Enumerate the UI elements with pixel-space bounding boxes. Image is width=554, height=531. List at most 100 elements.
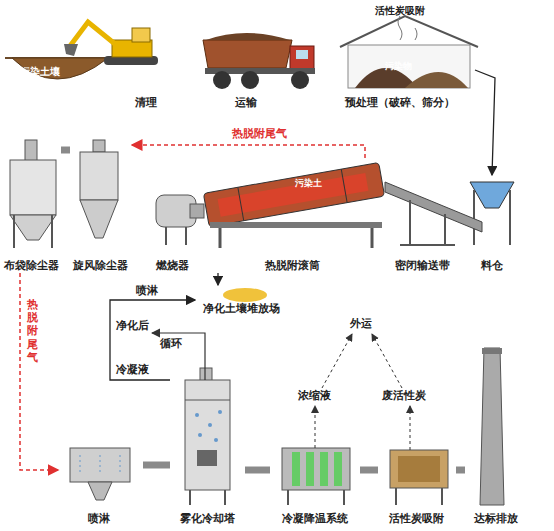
excavator <box>132 28 150 42</box>
edge-label: 喷淋 <box>136 285 158 298</box>
cooling-tower <box>185 380 230 490</box>
bag-filter <box>13 215 15 248</box>
desorption-drum <box>203 162 384 226</box>
equipment-label: 达标排放 <box>474 513 518 526</box>
soil-pit <box>5 58 115 79</box>
equipment-node: 活性炭吸附 <box>378 425 456 528</box>
bag-filter <box>51 215 53 248</box>
equipment-node: 污染土热脱附滚筒 <box>200 158 380 273</box>
condensing-system <box>320 452 328 486</box>
carbon-adsorber <box>441 488 443 505</box>
bag-filter <box>10 160 56 215</box>
carbon-adsorber <box>390 450 448 505</box>
equipment-label: 料仓 <box>481 260 503 273</box>
closed-conveyor <box>385 182 482 232</box>
spray-unit <box>120 455 121 475</box>
equipment-label: 净化土壤堆放场 <box>203 303 280 316</box>
gas-pipe <box>143 462 170 469</box>
closed-conveyor <box>385 182 482 245</box>
edge-label: 热脱附尾气 <box>27 298 39 364</box>
equipment-label: 运输 <box>235 97 257 110</box>
burner <box>165 227 167 245</box>
spray-unit <box>70 448 130 482</box>
condensing-system <box>282 448 350 505</box>
pretreatment-shed <box>415 28 417 40</box>
equipment-label: 热脱附滚筒 <box>265 260 320 273</box>
closed-conveyor <box>409 200 411 245</box>
equipment-node: 达标排放 <box>465 340 527 528</box>
equipment-label: 污染物 <box>385 61 412 71</box>
pretreatment-shed <box>348 45 470 88</box>
dump-truck <box>291 71 309 89</box>
spray-unit <box>88 482 112 500</box>
equipment-label: 活性炭吸附 <box>389 513 444 526</box>
flow-note: 废活性炭 <box>382 390 426 403</box>
condensing-system <box>334 452 342 486</box>
carbon-adsorber <box>390 450 448 488</box>
gas-pipe <box>360 467 378 474</box>
spray-unit <box>70 448 130 500</box>
condensing-system <box>343 490 345 505</box>
carbon-adsorber <box>395 488 397 505</box>
feed-hopper <box>473 190 475 245</box>
burner <box>156 195 204 245</box>
spray-unit <box>100 455 101 475</box>
cooling-tower <box>197 450 217 466</box>
gas-pipe <box>245 467 270 474</box>
cooling-tower <box>198 433 202 437</box>
cyclone-collector <box>80 152 118 200</box>
condensing-system <box>306 452 314 486</box>
flow-arrow <box>110 300 195 380</box>
excavator <box>112 40 152 57</box>
flow-arrow <box>475 70 495 175</box>
flow-arrow <box>217 273 218 285</box>
exhaust-gas-line <box>20 273 58 470</box>
equipment-node: 净化土壤堆放场 <box>195 285 295 320</box>
desorption-drum <box>341 169 347 202</box>
leader-arrow <box>322 334 352 388</box>
feed-hopper <box>470 182 514 208</box>
leader-arrow <box>152 333 205 380</box>
desorption-drum <box>203 162 384 226</box>
equipment-label: 冷凝降温系统 <box>282 513 348 526</box>
cyclone-collector <box>93 140 105 152</box>
soil-pit <box>12 58 108 79</box>
cooling-tower <box>185 400 230 401</box>
leader-arrow <box>372 334 402 388</box>
bag-filter <box>25 140 37 162</box>
edge-label: 热脱附尾气 <box>232 128 287 141</box>
cooling-tower <box>208 423 212 427</box>
desorption-drum <box>203 162 384 248</box>
pretreatment-shed <box>340 16 478 88</box>
flow-note: 外运 <box>350 318 372 331</box>
equipment-node: 密闭输送带 <box>380 175 468 273</box>
desorption-drum <box>219 228 222 248</box>
equipment-node: 旋风除尘器 <box>70 135 132 273</box>
cooling-tower <box>195 413 199 417</box>
equipment-label: 污染土壤 <box>20 66 60 78</box>
equipment-label: 喷淋 <box>88 513 110 526</box>
closed-conveyor <box>400 244 455 246</box>
desorption-drum <box>210 222 382 228</box>
cyclone-collector <box>80 200 118 238</box>
equipment-node: 污染土壤清理 <box>8 22 178 110</box>
equipment-label: 清理 <box>135 97 157 110</box>
excavator <box>64 44 78 56</box>
equipment-label: 污染土 <box>295 178 322 188</box>
desorption-drum <box>238 187 244 220</box>
flow-note: 冷凝液 <box>116 364 149 377</box>
exhaust-stack <box>480 348 504 505</box>
flow-note: 浓缩液 <box>298 390 331 403</box>
pretreatment-shed <box>340 16 478 47</box>
cooling-tower <box>218 410 222 414</box>
leader-arrow <box>410 406 411 450</box>
clean-soil-pile <box>223 288 267 302</box>
equipment-node: 冷凝降温系统 <box>270 425 360 528</box>
dump-truck <box>206 33 290 40</box>
cooling-tower <box>189 490 191 505</box>
dump-truck <box>213 71 231 89</box>
equipment-node: 料仓 <box>468 175 516 273</box>
equipment-label: 雾化冷却塔 <box>180 513 235 526</box>
equipment-node: 布袋除尘器 <box>3 135 61 273</box>
